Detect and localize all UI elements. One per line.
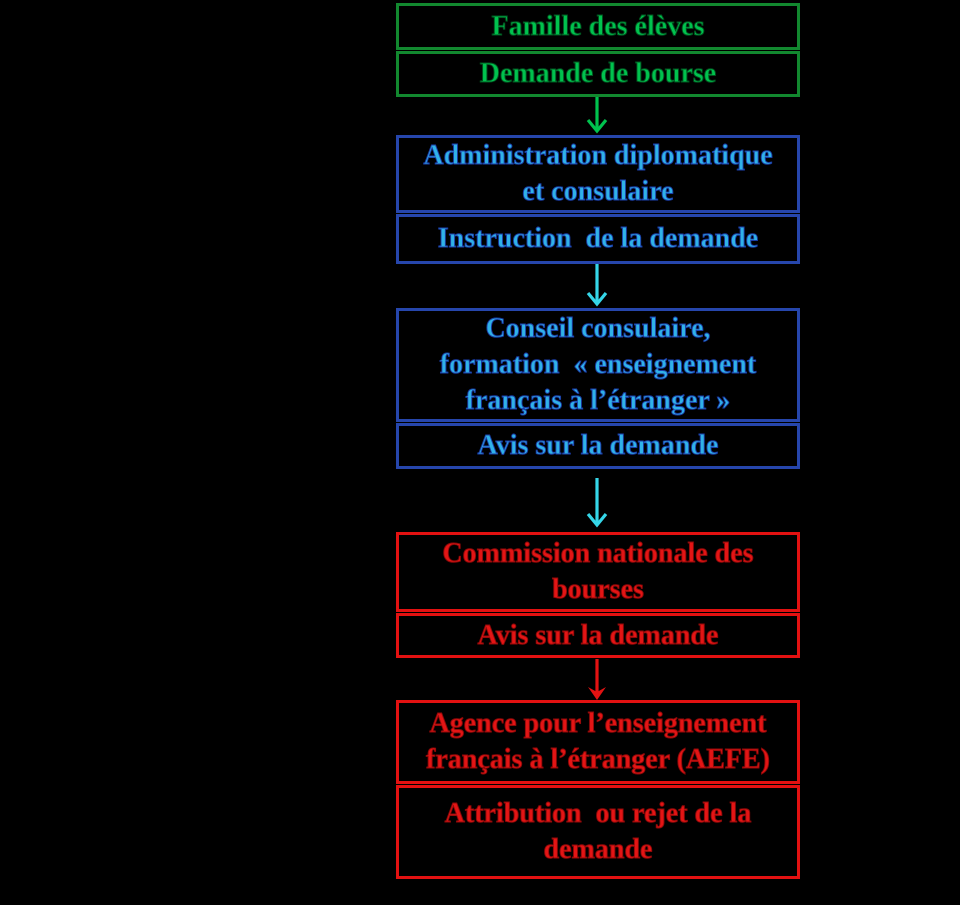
flow-arrow-down-2 — [586, 264, 608, 307]
flow-node-famille-des-eleves: Famille des élèves Demande de bourse — [396, 3, 800, 97]
flow-node-conseil-consulaire: Conseil consulaire, formation « enseigne… — [396, 308, 800, 469]
node-action-cell: Attribution ou rejet de la demande — [396, 785, 800, 879]
node-action: Avis sur la demande — [477, 619, 719, 651]
flow-node-aefe: Agence pour l’enseignement français à l’… — [396, 700, 800, 879]
flow-arrow-down-1 — [586, 97, 608, 134]
node-title-cell: Commission nationale des bourses — [396, 532, 800, 612]
node-action-cell: Demande de bourse — [396, 51, 800, 97]
node-title: Administration diplomatique et consulair… — [423, 140, 773, 208]
flow-arrow-down-3 — [586, 478, 608, 528]
arrow-head-icon — [586, 291, 608, 307]
flow-node-commission-nationale: Commission nationale des bourses Avis su… — [396, 532, 800, 658]
node-title-cell: Conseil consulaire, formation « enseigne… — [396, 308, 800, 422]
node-action: Instruction de la demande — [437, 223, 759, 255]
node-action: Attribution ou rejet de la demande — [444, 798, 752, 866]
flow-node-administration-diplomatique: Administration diplomatique et consulair… — [396, 135, 800, 264]
node-title-cell: Administration diplomatique et consulair… — [396, 135, 800, 213]
node-action: Avis sur la demande — [477, 430, 719, 462]
node-title: Famille des élèves — [491, 10, 705, 42]
arrow-head-icon — [586, 118, 608, 134]
node-action-cell: Avis sur la demande — [396, 423, 800, 469]
node-title: Commission nationale des bourses — [442, 538, 754, 606]
node-title: Conseil consulaire, formation « enseigne… — [439, 313, 757, 417]
node-action-cell: Avis sur la demande — [396, 613, 800, 658]
node-action-cell: Instruction de la demande — [396, 214, 800, 264]
node-title-cell: Famille des élèves — [396, 3, 800, 50]
node-action: Demande de bourse — [479, 58, 717, 90]
node-title: Agence pour l’enseignement français à l’… — [426, 708, 771, 776]
node-title-cell: Agence pour l’enseignement français à l’… — [396, 700, 800, 784]
flow-arrow-down-4 — [588, 659, 606, 700]
arrow-head-icon — [586, 512, 608, 528]
arrow-head-icon — [588, 687, 606, 700]
